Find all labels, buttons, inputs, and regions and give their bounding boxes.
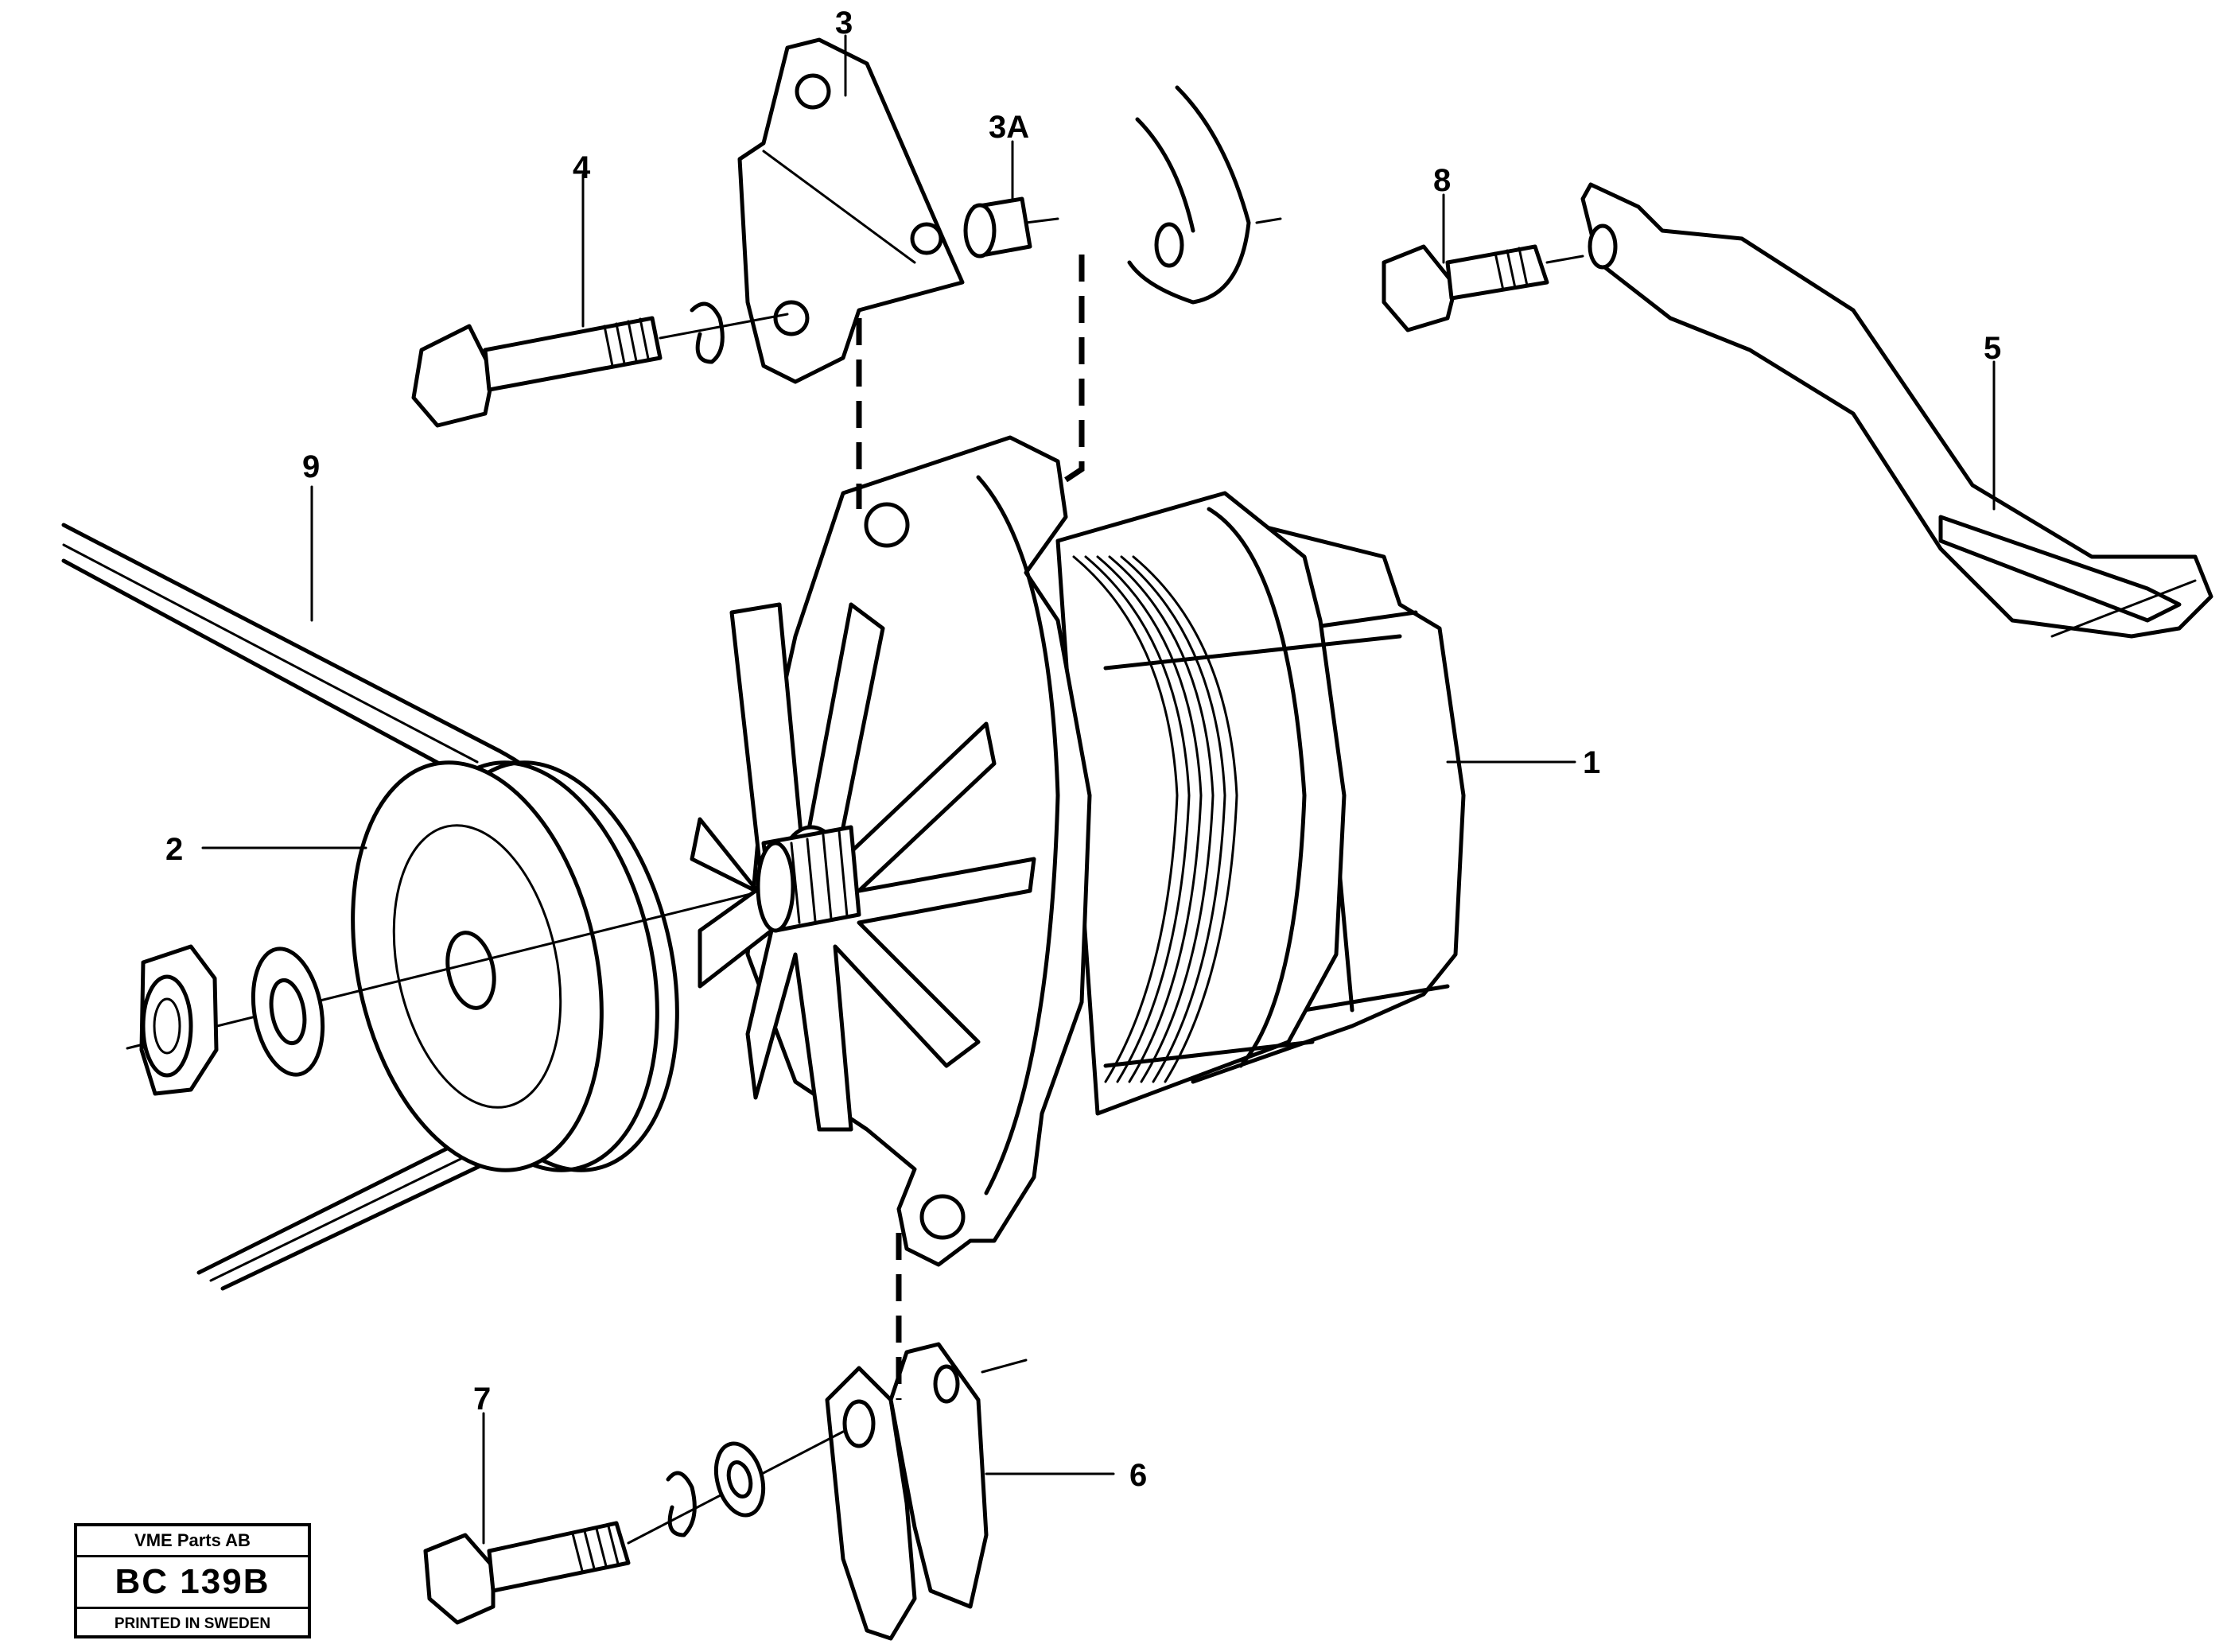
threaded-shaft [756, 825, 861, 933]
lower-bracket [825, 1342, 1028, 1641]
engine-bracket-stub [1127, 85, 1282, 305]
nut [139, 944, 219, 1096]
stator-winding [1072, 555, 1238, 1083]
bolt-7 [423, 1430, 845, 1625]
title-stamp: VME Parts AB BC 139B PRINTED IN SWEDEN [74, 1523, 311, 1638]
callout-7: 7 [473, 1382, 491, 1417]
shaft-axis [126, 885, 781, 1050]
callout-8: 8 [1433, 163, 1451, 198]
callout-6: 6 [1129, 1458, 1147, 1493]
callout-3a: 3A [989, 110, 1029, 145]
callout-4: 4 [573, 150, 591, 185]
spring-washer-upper [690, 301, 725, 364]
stamp-company: VME Parts AB [77, 1526, 308, 1557]
bolt-8 [1382, 244, 1584, 332]
callout-2: 2 [165, 832, 183, 867]
callout-5: 5 [1984, 331, 2001, 366]
fan [690, 602, 1036, 1132]
stamp-code: BC 139B [77, 1557, 308, 1609]
callout-9: 9 [302, 449, 320, 484]
assembly-lines [856, 255, 1085, 1400]
alternator [690, 435, 1466, 1267]
bracket [737, 37, 965, 384]
leader-lines [201, 34, 1996, 1545]
spacer [963, 196, 1059, 258]
adjusting-arm [1580, 182, 2213, 639]
bolt-4 [411, 313, 789, 428]
washer [251, 946, 325, 1077]
flat-washer-lower [713, 1441, 766, 1518]
callout-1: 1 [1583, 745, 1600, 780]
spring-washer-lower [666, 1471, 697, 1537]
callout-3: 3 [835, 6, 853, 41]
stamp-printed: PRINTED IN SWEDEN [114, 1615, 271, 1632]
pulley [351, 760, 679, 1172]
